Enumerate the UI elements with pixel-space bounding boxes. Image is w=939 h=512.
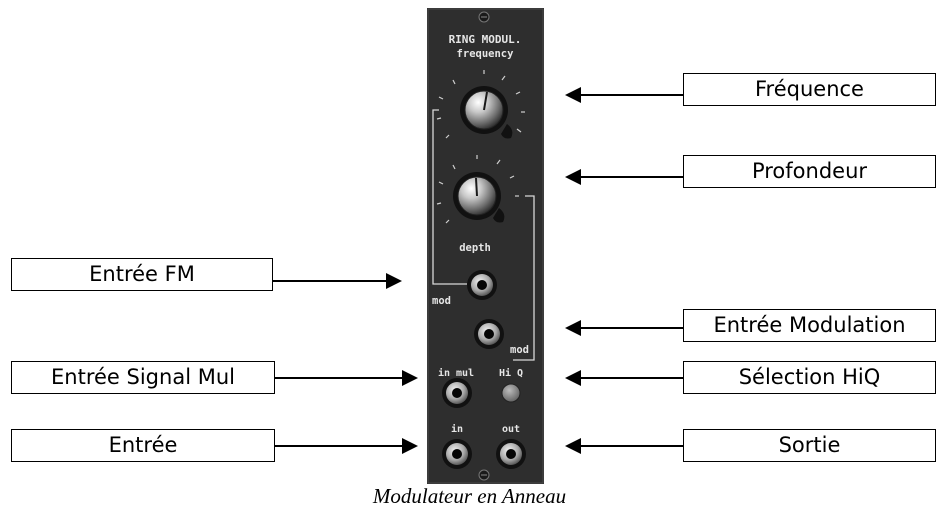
- arrow-frequence: [565, 87, 683, 103]
- callout-entree: Entrée: [11, 429, 275, 462]
- callout-entree-fm: Entrée FM: [11, 258, 273, 291]
- arrow-sortie: [565, 438, 683, 454]
- callout-entree-signal-mul: Entrée Signal Mul: [11, 361, 275, 394]
- callout-selection-hiq: Sélection HiQ: [683, 361, 936, 394]
- callout-sortie: Sortie: [683, 429, 936, 462]
- modulation-input-jack[interactable]: [474, 319, 504, 349]
- ring-modulator-module: RING MODUL. frequency depth: [427, 8, 544, 484]
- arrow-entree: [275, 438, 418, 454]
- bottom-screw: [478, 469, 490, 481]
- signal-output-jack[interactable]: [496, 439, 526, 469]
- arrow-profondeur: [565, 169, 683, 185]
- hiq-button[interactable]: [501, 383, 521, 403]
- top-screw: [478, 11, 490, 23]
- signal-input-jack[interactable]: [442, 439, 472, 469]
- module-title: RING MODUL.: [449, 33, 522, 46]
- arrow-entree-signal-mul: [275, 370, 418, 386]
- depth-knob-label: depth: [459, 242, 491, 254]
- frequency-knob-label: frequency: [457, 48, 515, 60]
- figure-caption: Modulateur en Anneau: [372, 484, 567, 508]
- fm-mod-input-jack[interactable]: [467, 270, 497, 300]
- signal-mul-input-jack[interactable]: [442, 378, 472, 408]
- callout-entree-modulation: Entrée Modulation: [683, 309, 936, 342]
- frequency-knob[interactable]: [460, 86, 513, 139]
- hiq-label: Hi Q: [499, 367, 523, 379]
- callout-frequence: Fréquence: [683, 73, 936, 106]
- arrow-entree-modulation: [565, 320, 683, 336]
- out-label: out: [502, 424, 520, 435]
- callout-profondeur: Profondeur: [683, 155, 936, 188]
- depth-knob-scale: [436, 155, 519, 224]
- mod-routing-lines: [432, 109, 535, 361]
- frequency-knob-scale: [436, 70, 525, 139]
- arrow-selection-hiq: [565, 370, 683, 386]
- in-mul-label: in mul: [438, 367, 474, 379]
- depth-knob[interactable]: [453, 172, 505, 223]
- fm-mod-jack-label: mod: [432, 295, 451, 307]
- modulation-jack-label: mod: [510, 344, 529, 356]
- in-label: in: [451, 423, 463, 435]
- arrow-entree-fm: [273, 273, 402, 289]
